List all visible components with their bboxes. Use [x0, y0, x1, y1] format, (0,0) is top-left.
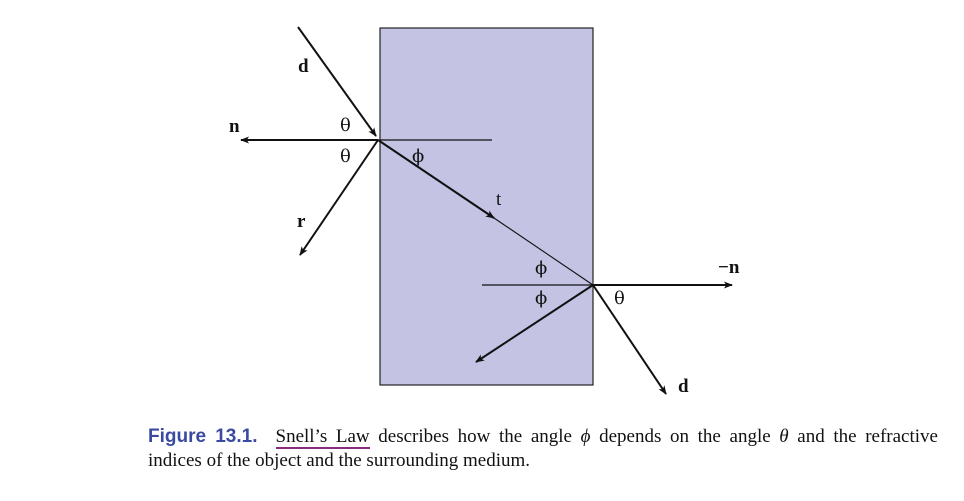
snells-law-term-link[interactable]: Snell’s Law [275, 426, 370, 449]
exit-ray-d [592, 284, 667, 395]
snells-law-diagram: d n θ θ ϕ r t ϕ ϕ θ −n d [229, 26, 740, 397]
incident-ray-d [297, 26, 377, 137]
label-r: r [297, 211, 306, 232]
label-theta-exit: θ [614, 288, 625, 309]
figure-number: Figure 13.1. [148, 426, 258, 447]
label-phi-exit-lower: ϕ [535, 288, 547, 309]
label-negative-n: −n [718, 257, 740, 278]
label-t: t [496, 189, 502, 210]
label-theta-lower: θ [340, 146, 351, 167]
label-theta-upper: θ [340, 115, 351, 136]
transmitted-ray-t [377, 139, 495, 219]
label-d-incident: d [298, 56, 309, 77]
caption-theta: θ [779, 426, 789, 447]
internal-reflected-ray [475, 284, 594, 363]
caption-text-2: depends on the angle [590, 426, 780, 447]
label-phi-exit-upper: ϕ [535, 258, 547, 279]
reflected-ray-r [299, 139, 379, 256]
caption-text-3: and the refractive indices of the object… [148, 426, 938, 471]
caption-text-1: describes how the angle [369, 426, 581, 447]
refractive-slab [379, 27, 594, 386]
transmitted-ray-continuation [493, 217, 594, 286]
label-d-exit: d [678, 376, 689, 397]
figure-caption: Figure 13.1. Snell’s Law describes how th… [148, 425, 938, 473]
label-phi-entry: ϕ [412, 146, 424, 167]
label-n: n [229, 116, 240, 137]
caption-phi: ϕ [580, 426, 591, 447]
